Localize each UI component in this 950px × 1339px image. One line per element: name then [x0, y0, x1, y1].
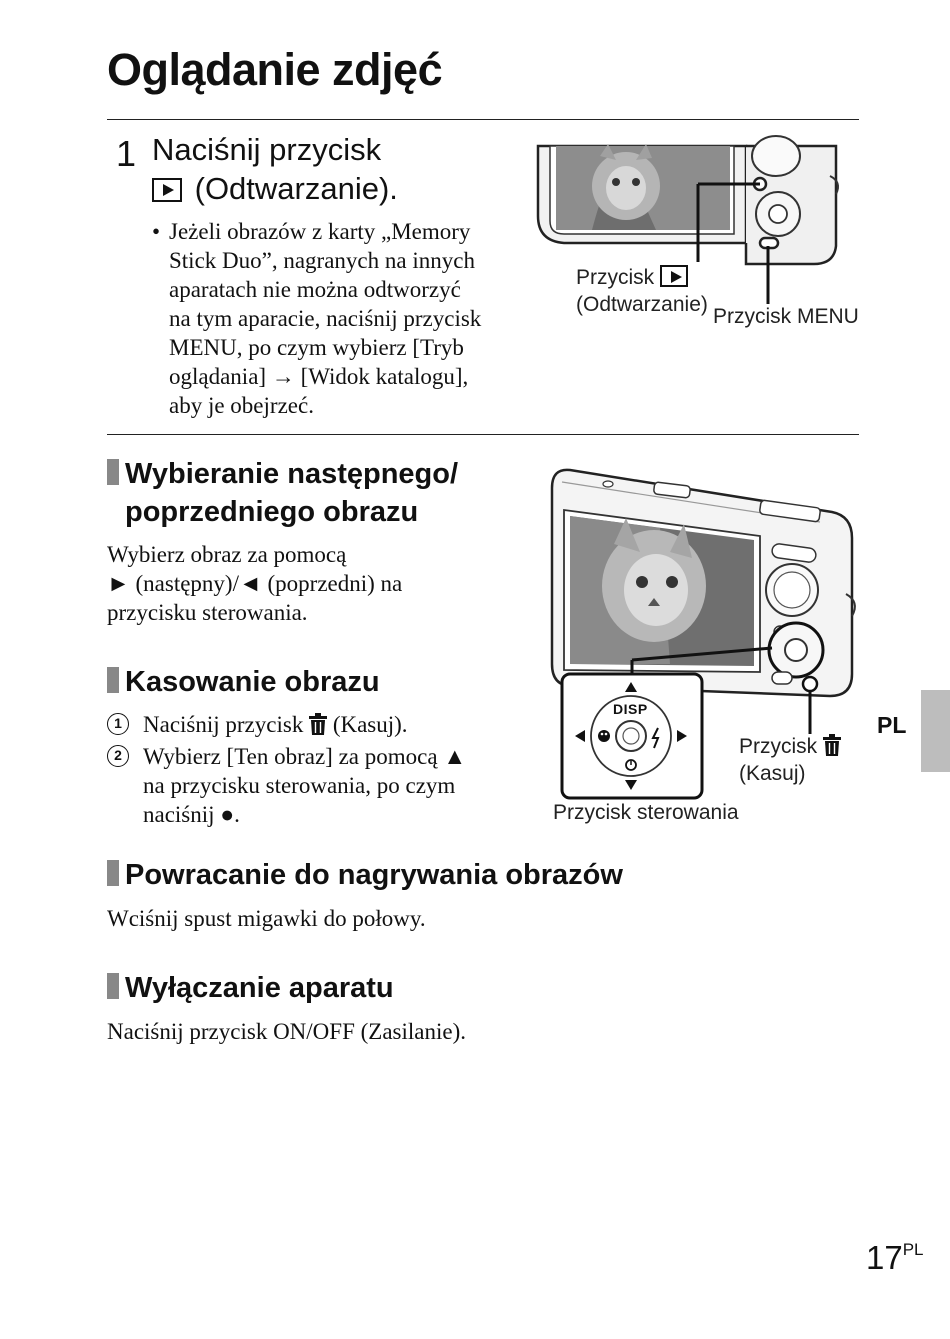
language-label: PL	[877, 712, 907, 738]
page-number: 17PL	[866, 1230, 924, 1278]
step-title-line2: (Odtwarzanie).	[194, 171, 398, 206]
page-number-suffix: PL	[902, 1240, 924, 1259]
heading-bar	[107, 973, 119, 999]
trash-icon	[309, 713, 328, 735]
heading-bar	[107, 860, 119, 886]
step-circle-number: 2	[107, 745, 129, 767]
callout-delete-line1-wrap: Przycisk	[739, 733, 842, 760]
note-line: Stick Duo”, nagranych na innych	[169, 248, 475, 273]
callout-delete-line1: Przycisk	[739, 735, 818, 758]
step-title-line1: Naciśnij przycisk	[152, 132, 382, 167]
heading-return: Powracanie do nagrywania obrazów	[107, 856, 623, 894]
step2-line: naciśnij ●.	[143, 802, 240, 827]
step-title-line2-wrap: (Odtwarzanie).	[152, 169, 512, 208]
next-prev-body: Wybierz obraz za pomocą ► (następny)/◄ (…	[107, 540, 402, 627]
heading-delete: Kasowanie obrazu	[107, 663, 380, 701]
return-body: Wciśnij spust migawki do połowy.	[107, 906, 426, 931]
step1-text-before: Naciśnij przycisk	[143, 712, 304, 737]
body-line: Wybierz obraz za pomocą	[107, 542, 347, 567]
heading-text: Wyłączanie aparatu	[125, 972, 394, 1004]
delete-step-2: 2 Wybierz [Ten obraz] za pomocą ▲ na prz…	[107, 742, 507, 829]
body-line: przycisku sterowania.	[107, 600, 308, 625]
heading-text: Powracanie do nagrywania obrazów	[125, 859, 623, 891]
callout-play-line2: (Odtwarzanie)	[576, 293, 708, 316]
disp-label: DISP	[613, 701, 648, 717]
note-line: oglądania] → [Widok katalogu],	[169, 364, 469, 389]
step-note: • Jeżeli obrazów z karty „Memory Stick D…	[152, 217, 522, 420]
bullet-dot: •	[152, 219, 161, 244]
play-icon	[660, 265, 689, 287]
note-line: aby je obejrzeć.	[169, 393, 314, 418]
heading-line2: poprzedniego obrazu	[125, 496, 419, 528]
note-line: aparatach nie można odtworzyć	[169, 277, 461, 302]
page-title: Oglądanie zdjęć	[107, 44, 443, 95]
callout-menu-button: Przycisk MENU	[713, 305, 859, 328]
step-number: 1	[116, 133, 137, 174]
delete-step-1: 1 Naciśnij przycisk (Kasuj).	[107, 710, 507, 739]
step-divider	[107, 434, 859, 435]
callout-control-button: Przycisk sterowania	[553, 801, 739, 824]
language-tab	[921, 690, 950, 772]
callout-play-line1: Przycisk	[576, 266, 655, 289]
heading-line1: Wybieranie następnego/	[125, 458, 459, 490]
heading-next-prev: Wybieranie następnego/ poprzedniego obra…	[107, 455, 458, 531]
top-divider	[107, 119, 859, 120]
heading-bar	[107, 667, 119, 693]
note-line: na tym aparacie, naciśnij przycisk	[169, 306, 482, 331]
callout-delete-button: Przycisk (Kasuj)	[739, 733, 842, 787]
callout-play-line1-wrap: Przycisk	[576, 264, 708, 291]
step-title: Naciśnij przycisk (Odtwarzanie).	[152, 130, 512, 208]
step-circle-number: 1	[107, 713, 129, 735]
note-line: MENU, po czym wybierz [Tryb	[169, 335, 464, 360]
heading-power-off: Wyłączanie aparatu	[107, 969, 394, 1007]
camera-back-illustration-top	[536, 135, 839, 304]
camera-back-illustration	[550, 468, 856, 800]
trash-icon	[823, 734, 842, 756]
power-off-body: Naciśnij przycisk ON/OFF (Zasilanie).	[107, 1019, 466, 1044]
body-line: ► (następny)/◄ (poprzedni) na	[107, 571, 403, 596]
step2-line: na przycisku sterowania, po czym	[143, 773, 456, 798]
callout-delete-line2: (Kasuj)	[739, 762, 806, 785]
play-icon	[152, 178, 182, 202]
heading-bar	[107, 459, 119, 485]
heading-text: Kasowanie obrazu	[125, 666, 380, 698]
page-number-value: 17	[866, 1239, 903, 1276]
step1-text-after: (Kasuj).	[332, 712, 408, 737]
step2-line: Wybierz [Ten obraz] za pomocą ▲	[143, 744, 467, 769]
callout-play-button: Przycisk (Odtwarzanie)	[576, 264, 708, 318]
note-line: Jeżeli obrazów z karty „Memory	[169, 219, 471, 244]
